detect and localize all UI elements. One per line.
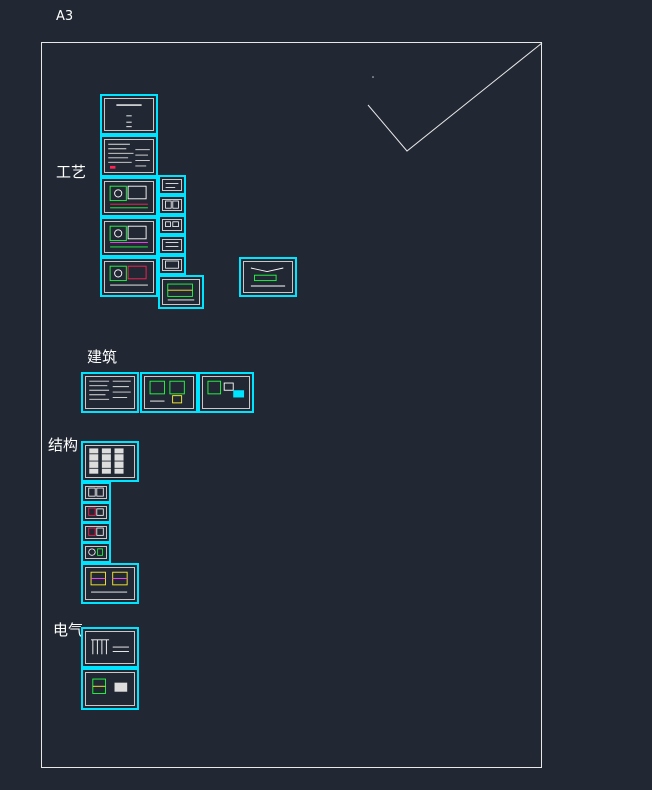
structure-sheet-plan[interactable]: [81, 563, 139, 604]
process-detail-sheet-5[interactable]: [158, 255, 186, 275]
process-sheet-notes[interactable]: [100, 135, 158, 177]
structure-detail-sheet-2[interactable]: [81, 502, 111, 523]
architecture-sheet-elevation[interactable]: [198, 372, 254, 413]
process-detail-sheet-2[interactable]: [158, 195, 186, 215]
group-label-electrical: 电气: [53, 621, 84, 639]
process-detail-sheet-3[interactable]: [158, 215, 186, 235]
process-sheet-cover[interactable]: [100, 94, 158, 135]
process-detail-sheet-6[interactable]: [158, 275, 204, 309]
structure-sheet-notes[interactable]: [81, 441, 139, 482]
drawing-border: [41, 42, 542, 768]
electrical-sheet-system[interactable]: [81, 627, 139, 668]
architecture-sheet-notes[interactable]: [81, 372, 139, 413]
group-label-process: 工艺: [56, 163, 87, 181]
structure-detail-sheet-4[interactable]: [81, 542, 111, 563]
architecture-sheet-plan[interactable]: [140, 372, 198, 413]
electrical-sheet-plan[interactable]: [81, 668, 139, 710]
process-sheet-isolated[interactable]: [239, 257, 297, 297]
structure-detail-sheet-3[interactable]: [81, 522, 111, 543]
group-label-structure: 结构: [48, 436, 79, 454]
process-sheet-plan-2[interactable]: [100, 217, 158, 257]
process-detail-sheet-1[interactable]: [158, 175, 186, 195]
group-label-architecture: 建筑: [87, 348, 118, 366]
process-detail-sheet-4[interactable]: [158, 235, 186, 255]
structure-detail-sheet-1[interactable]: [81, 482, 111, 503]
sheet-size-label: A3: [56, 9, 74, 24]
process-sheet-plan-1[interactable]: [100, 177, 158, 217]
process-sheet-plan-3[interactable]: [100, 257, 158, 297]
